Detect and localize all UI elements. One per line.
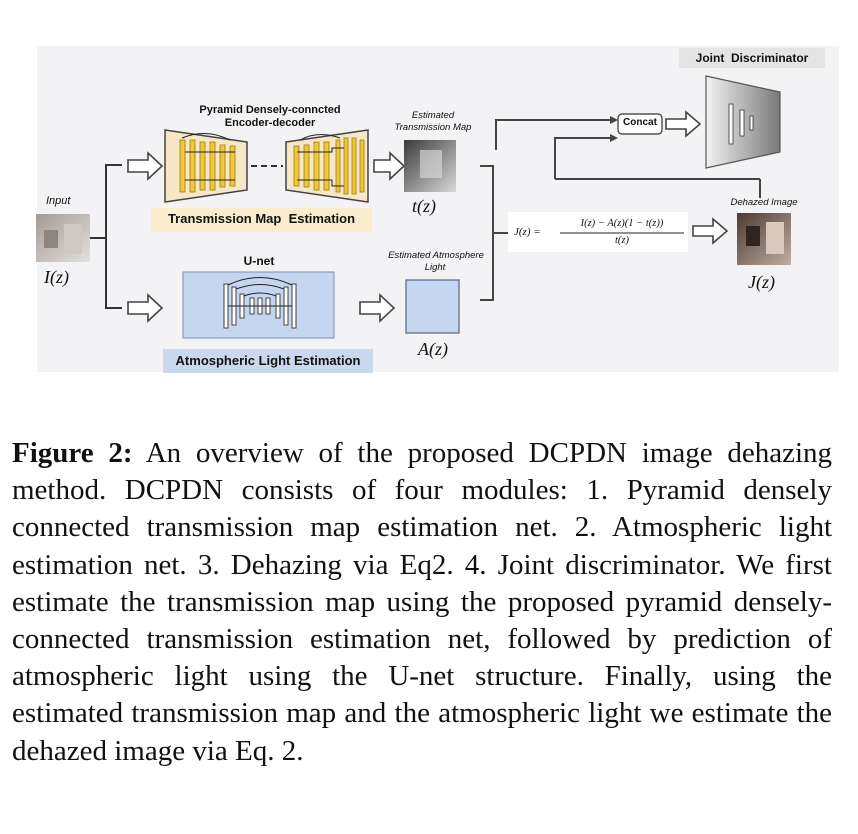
caption-text: An overview of the proposed DCPDN image …: [12, 437, 832, 767]
joint-discriminator-label: Joint Discriminator: [695, 51, 809, 65]
est-tm-label-1: Estimated: [411, 110, 455, 121]
transmission-map-image: [404, 140, 456, 192]
atmospheric-light-square: [405, 279, 460, 334]
input-image: [36, 214, 90, 262]
input-label: Input: [46, 195, 71, 207]
atm-estimation-label: Atmospheric Light Estimation: [175, 353, 361, 368]
dehazed-label: Dehazed Image: [730, 197, 798, 208]
pyramid-subtitle: Encoder-decoder: [224, 117, 316, 129]
decoder-block: [285, 129, 369, 203]
caption-label: Figure 2:: [12, 437, 133, 469]
tz-math: t(z): [412, 196, 436, 216]
flow-arrows: [127, 110, 729, 323]
atm-estimation-highlight: [163, 349, 373, 373]
equation-box: [508, 212, 688, 252]
pyramid-title: Pyramid Densely-conncted: [199, 104, 341, 116]
az-math: A(z): [418, 339, 448, 359]
concat-label: Concat: [623, 117, 657, 128]
unet-block: [182, 271, 335, 339]
dehazed-image: [737, 213, 791, 265]
diagram-canvas: [36, 46, 839, 373]
figure-caption: Figure 2: An overview of the proposed DC…: [12, 435, 832, 770]
concat-arrowheads: [610, 116, 618, 142]
tm-estimation-highlight: [151, 208, 372, 232]
equation-lhs: J(z) =: [514, 226, 541, 238]
encoder-block: [164, 129, 248, 203]
jz-math: J(z): [748, 272, 775, 292]
concat-box: [617, 113, 663, 135]
equation-denominator: t(z): [615, 235, 629, 246]
equation-numerator: I(z) − A(z)(1 − t(z)): [580, 218, 664, 229]
joint-discriminator-label-box: [679, 48, 825, 68]
input-math: I(z): [44, 267, 69, 287]
est-atm-label-1: Estimated Atmosphere: [388, 250, 484, 261]
input-connectors: [90, 164, 122, 309]
unet-label: U-net: [243, 254, 275, 268]
joint-discriminator-shape: [705, 75, 781, 169]
est-atm-label-2: Light: [424, 262, 446, 273]
dcpdn-diagram: Input I(z) Pyramid Densely-conncted Enco…: [0, 0, 858, 400]
equation-connectors: [480, 119, 761, 301]
tm-estimation-label: Transmission Map Estimation: [167, 211, 356, 226]
est-tm-label-2: Transmission Map: [394, 122, 472, 133]
